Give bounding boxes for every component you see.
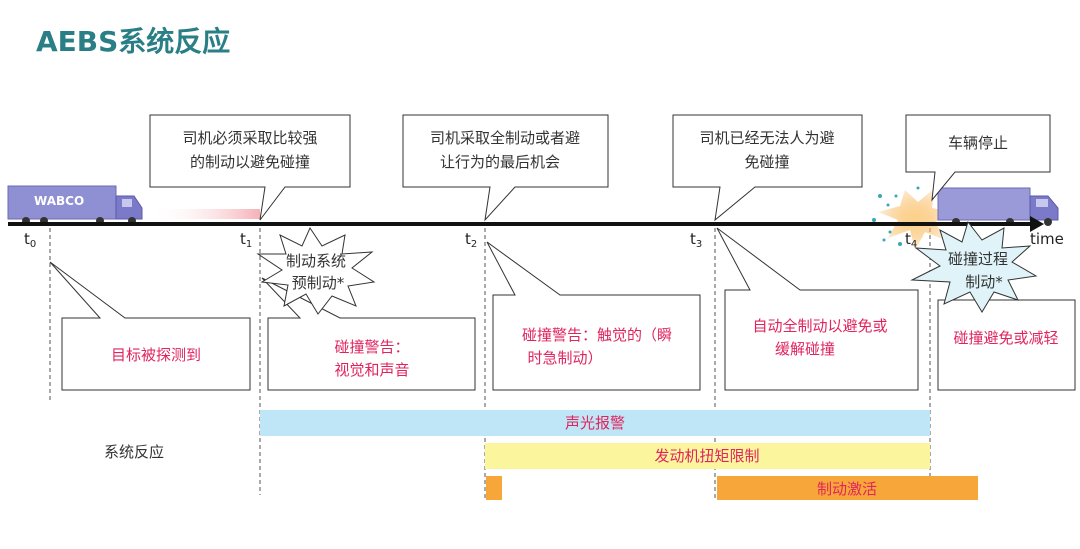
bar-audio-visual: [260, 410, 930, 436]
top-callout-1-line2: 的制动以避免碰撞: [190, 153, 310, 171]
time-axis: time: [8, 216, 1064, 248]
bottom-callout-3-line1: 碰撞警告：触觉的（瞬: [522, 326, 672, 344]
bottom-callout-3-line2: 时急制动）: [527, 349, 602, 367]
bar-torque-limit: [485, 443, 930, 469]
page-title: AEBS系统反应: [36, 25, 231, 58]
collision-brake-burst-line1: 碰撞过程: [948, 250, 1008, 268]
time-axis-label: time: [1030, 230, 1064, 248]
tick-t1: t1: [240, 230, 252, 250]
top-callout-2-line2: 让行为的最后机会: [440, 153, 560, 171]
brake-trail: [150, 209, 260, 219]
bar-brake-active-label: 制动激活: [817, 480, 877, 498]
bar-torque-limit-label: 发动机扭矩限制: [654, 447, 759, 465]
bottom-callout-3: [486, 241, 701, 391]
bar-brake-active: [717, 476, 978, 500]
top-callout-2-line1: 司机采取全制动或者避: [430, 129, 580, 147]
reaction-bars: 声光报警 发动机扭矩限制 制动激活: [260, 410, 978, 500]
top-callout-1-line1: 司机必须采取比较强: [182, 129, 317, 147]
top-callout-3: [672, 114, 863, 222]
tick-t2: t2: [465, 230, 477, 250]
stopped-truck-icon: [937, 187, 1059, 226]
pre-brake-burst-line1: 制动系统: [286, 252, 346, 270]
bottom-callout-2-line2: 视觉和声音: [334, 361, 409, 379]
bottom-callout-2-line1: 碰撞警告：: [334, 338, 409, 356]
bottom-callout-1-line1: 目标被探测到: [111, 346, 201, 364]
top-callout-texts: 司机必须采取比较强 的制动以避免碰撞 司机采取全制动或者避 让行为的最后机会 司…: [182, 129, 1008, 171]
bottom-callout-4: [716, 227, 919, 391]
collision-brake-burst-line2: 制动*: [965, 273, 1003, 291]
time-ticks: t0 t1 t2 t3 t4: [24, 230, 917, 250]
top-callout-3-line2: 免碰撞: [744, 153, 789, 171]
truck-icon: WABCO: [7, 185, 143, 225]
truck-logo-text: WABCO: [34, 194, 84, 208]
bottom-callout-1: [49, 261, 251, 391]
bottom-callout-texts: 目标被探测到 碰撞警告： 视觉和声音 碰撞警告：触觉的（瞬 时急制动） 自动全制…: [111, 317, 1059, 379]
system-reaction-label: 系统反应: [104, 443, 164, 461]
bottom-callout-5: [937, 299, 1076, 391]
bar-brake-pulse: [486, 476, 502, 500]
top-callout-4: [905, 114, 1051, 202]
top-callout-1: [149, 114, 351, 221]
bottom-callout-5-line1: 碰撞避免或减轻: [953, 329, 1058, 347]
top-callout-4-line1: 车辆停止: [948, 134, 1008, 152]
bottom-callout-4-line2: 缓解碰撞: [775, 340, 835, 358]
tick-t3: t3: [690, 230, 702, 250]
pre-brake-burst: 制动系统 预制动*: [256, 226, 376, 315]
tick-t0: t0: [24, 230, 36, 250]
bottom-callout-4-line1: 自动全制动以避免或: [752, 317, 887, 335]
top-callouts: [149, 114, 1051, 222]
top-callout-2: [402, 114, 609, 222]
collision-brake-burst: 碰撞过程 制动*: [910, 220, 1038, 313]
pre-brake-burst-line2: 预制动*: [292, 274, 345, 292]
tick-t4: t4: [905, 230, 917, 250]
bar-audio-visual-label: 声光报警: [565, 414, 625, 432]
top-callout-3-line1: 司机已经无法人为避: [699, 129, 834, 147]
crash-burst-icon: [872, 186, 952, 250]
